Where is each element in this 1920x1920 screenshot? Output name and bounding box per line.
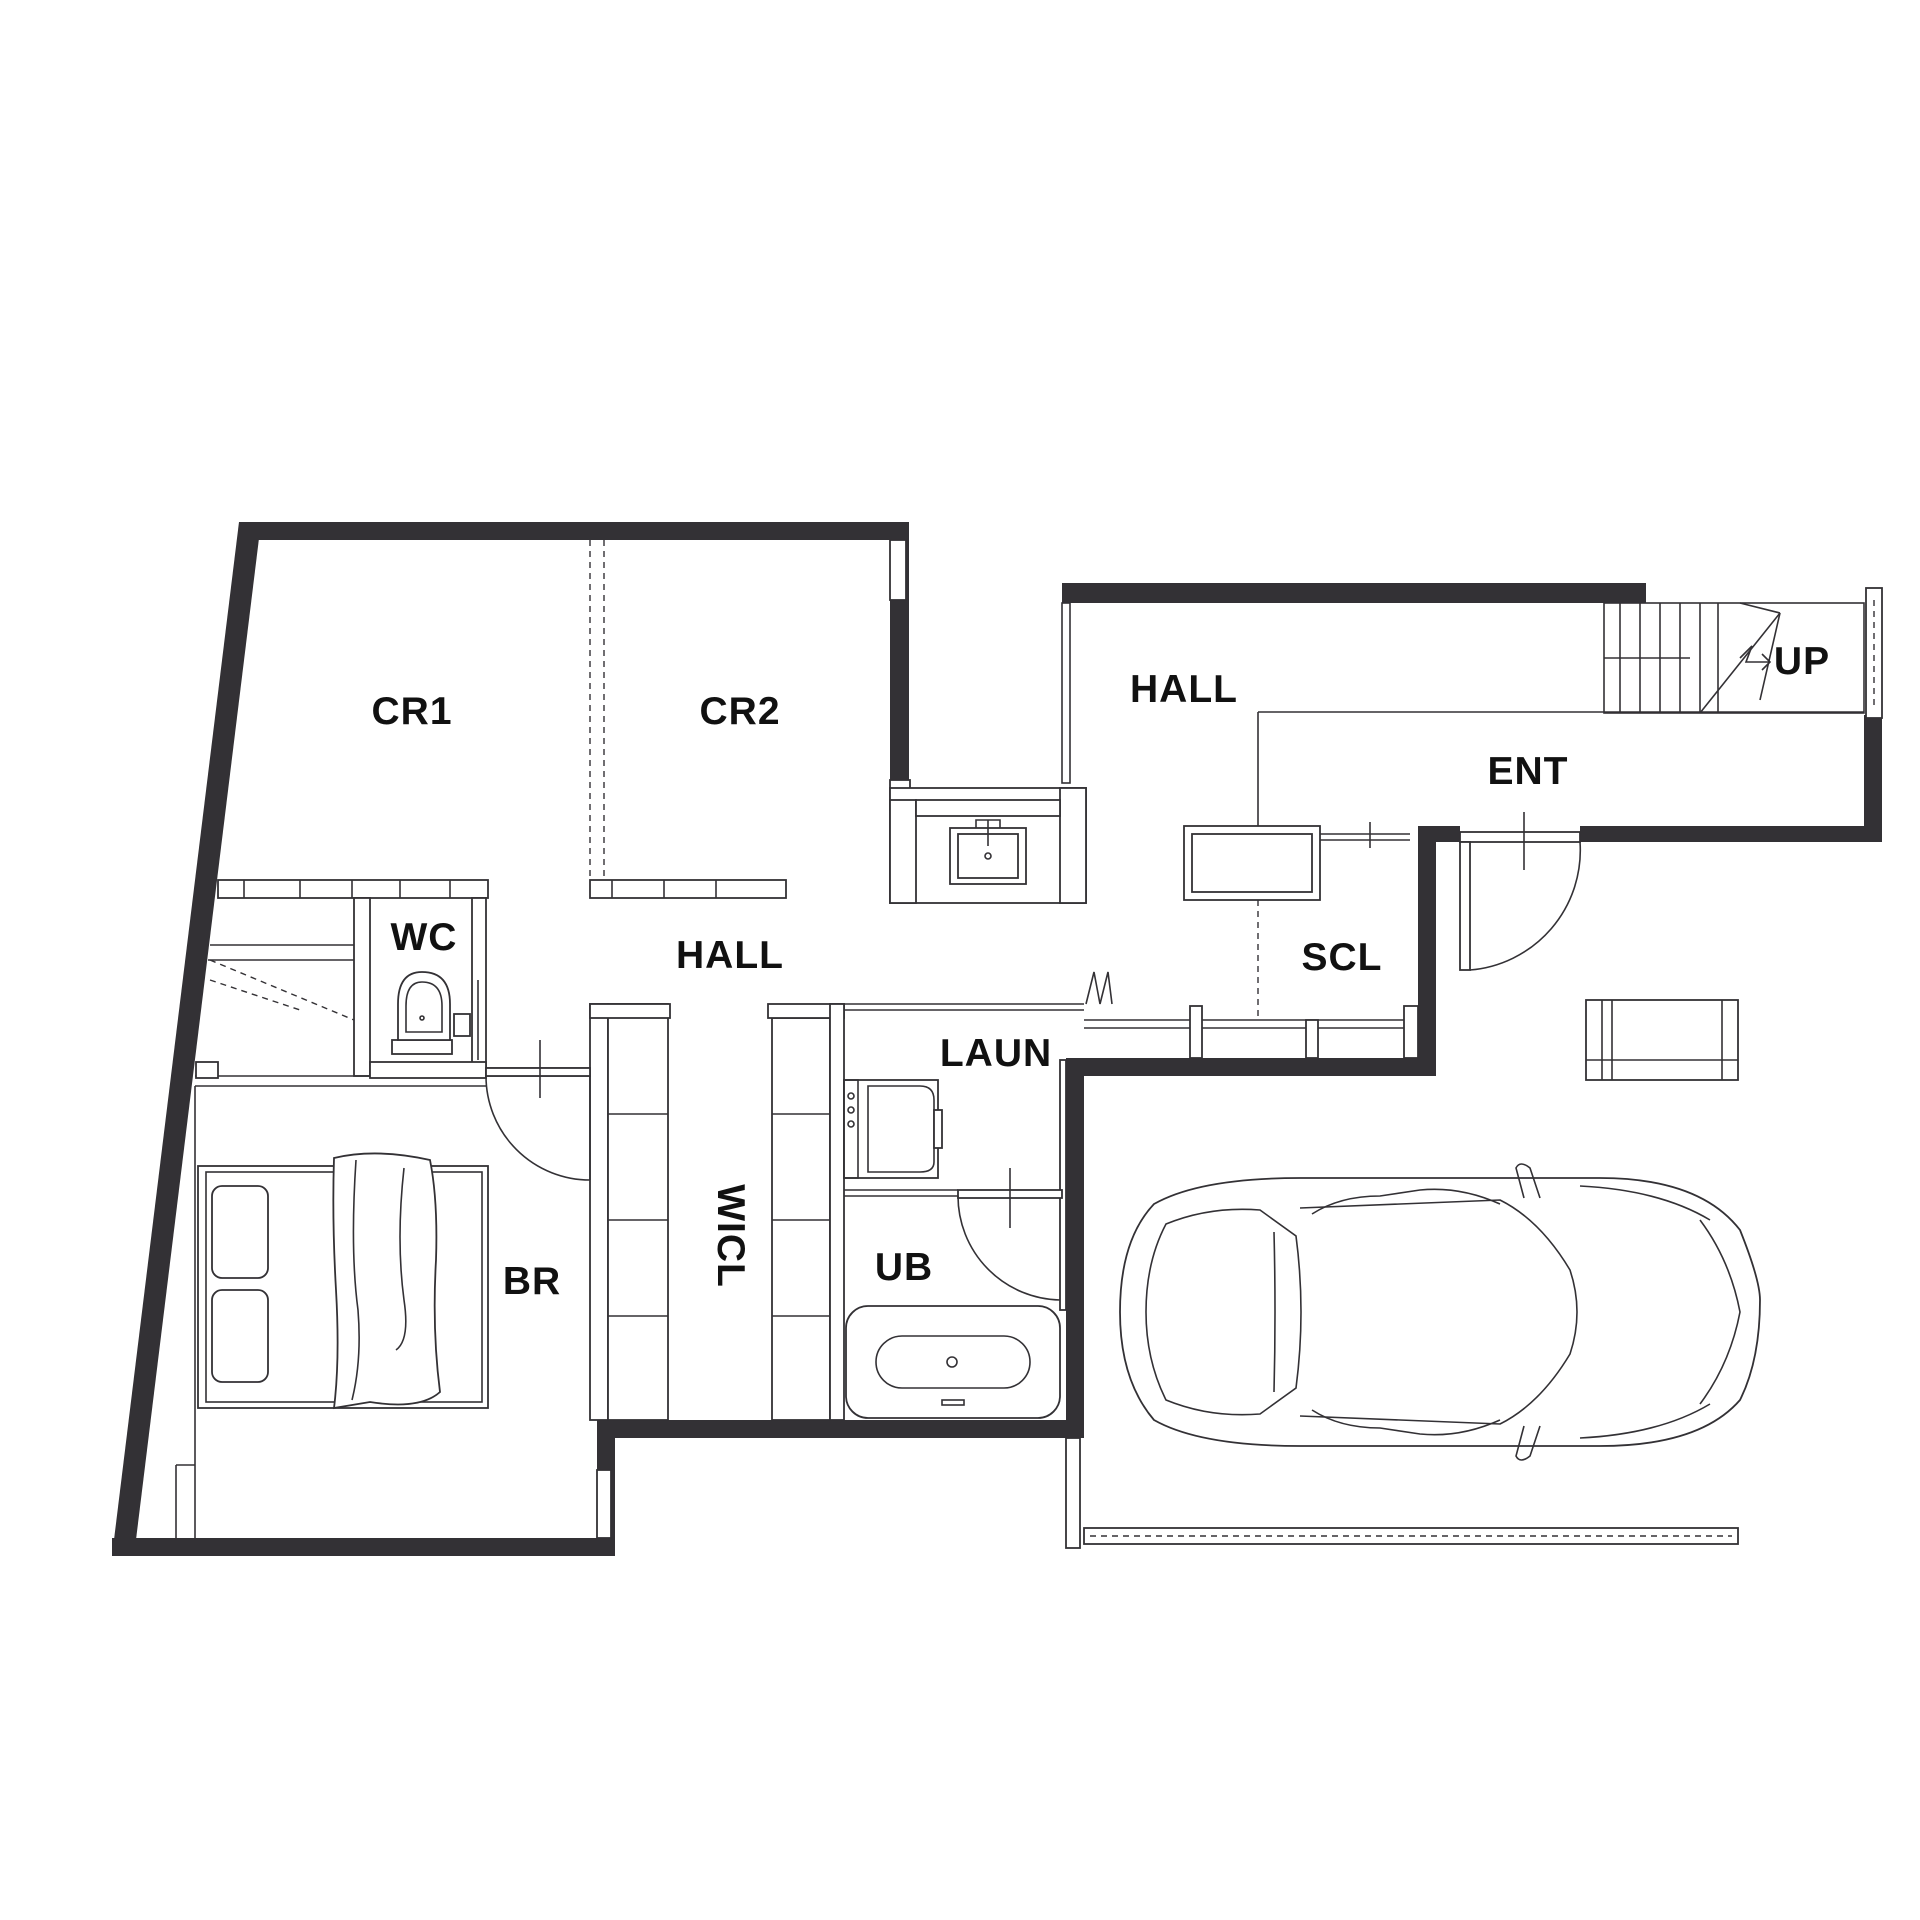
- washing-machine-icon: [843, 1079, 943, 1179]
- door-swing-icon: [485, 812, 1582, 1301]
- walls: [112, 522, 1882, 1556]
- room-label-ent: ENT: [1488, 750, 1569, 793]
- bed-icon: [197, 1152, 489, 1410]
- car-icon: [1119, 1163, 1761, 1461]
- room-labels: CR1 CR2 HALL ENT UP WC HALL SCL LAUN WIC…: [371, 640, 1830, 1303]
- room-label-wc: WC: [391, 916, 458, 959]
- room-label-up: UP: [1774, 640, 1830, 683]
- room-label-scl: SCL: [1302, 936, 1383, 979]
- stair-icon: [1603, 602, 1865, 714]
- room-label-ub: UB: [875, 1246, 933, 1289]
- room-label-wicl: WICL: [709, 1184, 752, 1288]
- room-label-hall-upper: HALL: [1130, 668, 1238, 711]
- room-label-cr2: CR2: [699, 690, 780, 733]
- room-label-br: BR: [503, 1260, 561, 1303]
- toilet-icon: [391, 971, 471, 1055]
- room-label-cr1: CR1: [371, 690, 452, 733]
- basin-icon: [949, 819, 1027, 885]
- room-label-hall-center: HALL: [676, 934, 784, 977]
- bathtub-icon: [845, 1305, 1061, 1419]
- room-label-laun: LAUN: [940, 1032, 1052, 1075]
